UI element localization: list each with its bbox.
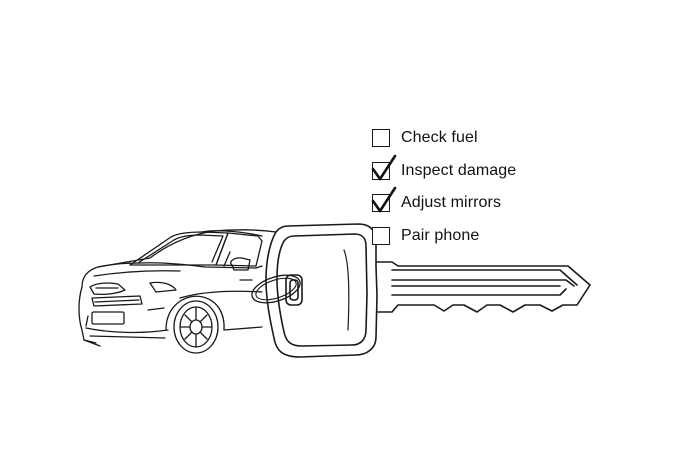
car-illustration [78, 229, 277, 354]
checklist-item-label: Pair phone [401, 227, 480, 244]
checklist-item-label: Check fuel [401, 129, 478, 146]
checkbox-unchecked[interactable] [372, 227, 390, 245]
checkbox-checked[interactable] [371, 186, 397, 213]
checklist-item-adjust-mirrors[interactable]: Adjust mirrors [371, 186, 502, 215]
checkbox-unchecked[interactable] [372, 129, 390, 147]
checklist-item-label: Inspect damage [401, 162, 517, 179]
checkmark-icon [371, 186, 397, 213]
car-key-illustration [251, 223, 591, 358]
checkmark-icon [371, 154, 397, 181]
checklist-item-inspect-damage[interactable]: Inspect damage [371, 154, 517, 183]
checklist-item-check-fuel[interactable]: Check fuel [372, 126, 478, 150]
checklist-item-label: Adjust mirrors [401, 194, 502, 211]
checklist-item-pair-phone[interactable]: Pair phone [372, 224, 479, 248]
checkbox-checked[interactable] [371, 154, 397, 181]
